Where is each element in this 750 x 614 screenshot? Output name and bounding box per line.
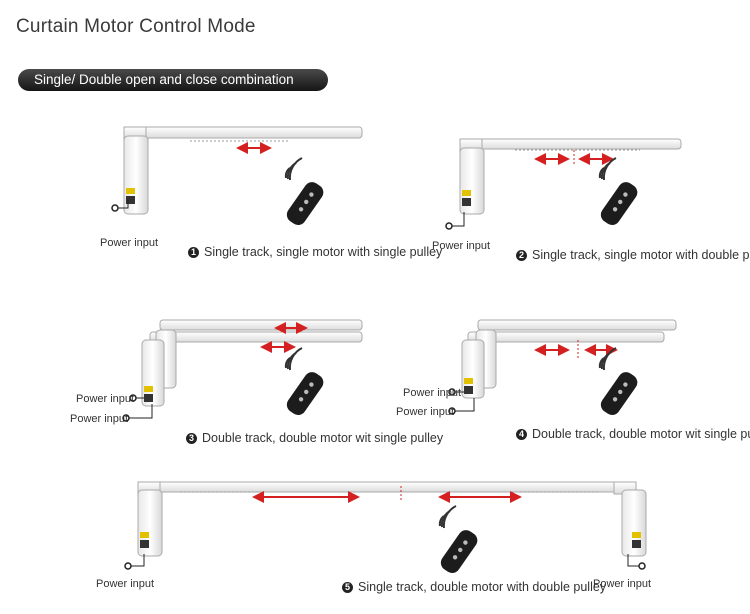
power-input-label-3a: Power input: [76, 393, 135, 405]
caption-number: 1: [188, 247, 199, 258]
caption-1: 1 Single track, single motor with single …: [188, 245, 442, 259]
caption-number: 5: [342, 582, 353, 593]
diagram-5: [124, 481, 647, 578]
caption-text: Double track, double motor wit single pu…: [202, 431, 444, 445]
power-input-label-5a: Power input: [96, 578, 155, 590]
power-input-label-1: Power input: [100, 237, 159, 249]
diagram-2: [445, 138, 682, 230]
caption-text: Double track, double motor wit single pu…: [532, 427, 750, 441]
power-input-label-4b: Power input: [396, 406, 455, 418]
caption-5: 5 Single track, double motor with double …: [342, 580, 606, 594]
diagram-4: [448, 319, 677, 420]
caption-3: 3 Double track, double motor wit single p…: [186, 431, 443, 445]
power-input-label-3b: Power input: [70, 413, 129, 425]
caption-number: 3: [186, 433, 197, 444]
caption-number: 4: [516, 429, 527, 440]
caption-2: 2 Single track, single motor with double …: [516, 248, 750, 262]
remote-control-icon: [282, 157, 328, 230]
power-input-label-5b: Power input: [593, 578, 652, 590]
caption-number: 2: [516, 250, 527, 261]
section-banner: Single/ Double open and close combinatio…: [18, 69, 328, 91]
power-input-label-2: Power input: [432, 240, 491, 252]
curtain-motor-icon: [123, 135, 149, 215]
diagram-1: [111, 126, 363, 230]
page-title: Curtain Motor Control Mode: [16, 16, 256, 37]
caption-text: Single track, double motor with double p…: [358, 580, 607, 594]
caption-text: Single track, single motor with single p…: [204, 245, 443, 259]
diagram-3: [122, 319, 363, 422]
caption-4: 4 Double track, double motor wit single p…: [516, 427, 750, 441]
caption-text: Single track, single motor with double p…: [532, 248, 750, 262]
power-plug-icon: [111, 204, 119, 212]
power-input-label-4a: Power input: [403, 387, 462, 399]
